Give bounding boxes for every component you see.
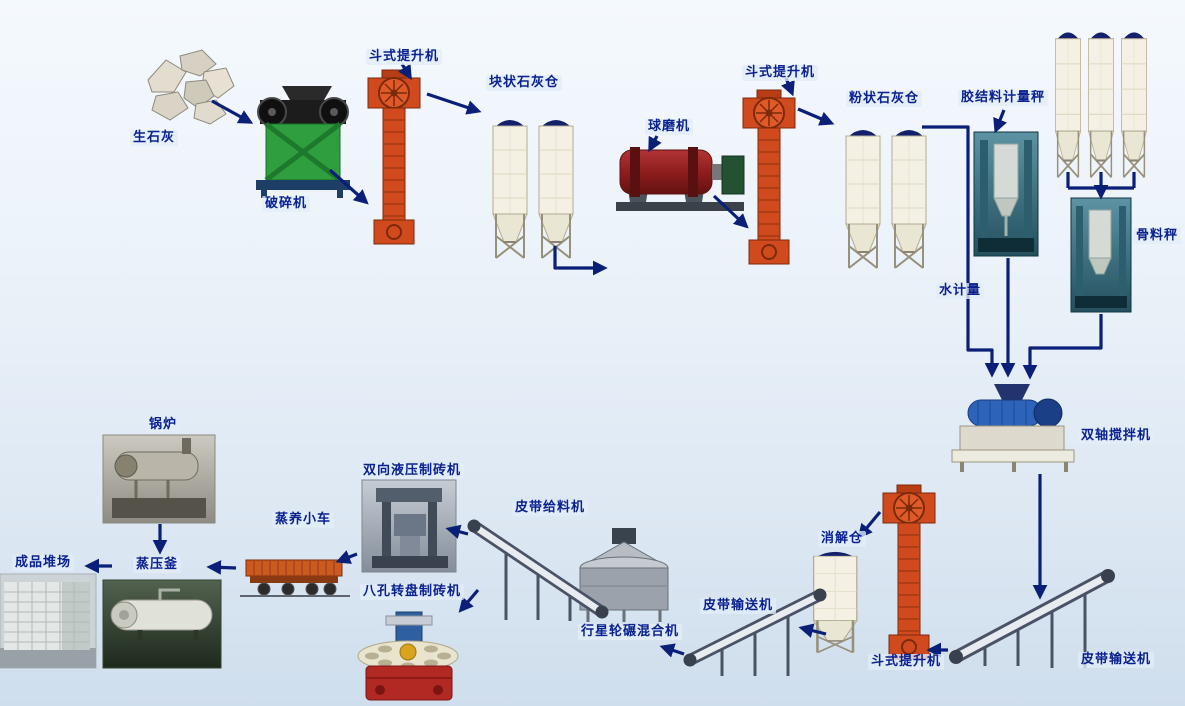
- label-rotary-brick-machine: 八孔转盘制砖机: [360, 584, 465, 600]
- quicklime-rocks-image: [147, 49, 235, 125]
- label-water-meter: 水计量: [936, 283, 985, 299]
- ball-mill-image: [616, 147, 745, 211]
- belt-conveyor-1-image: [949, 569, 1115, 668]
- label-bucket-elevator-2: 斗式提升机: [742, 65, 819, 81]
- digestion-silo-image: [812, 550, 859, 654]
- autoclave-image: [102, 579, 222, 669]
- crusher-image: [256, 86, 350, 198]
- hydraulic-brick-machine-image: [361, 479, 457, 573]
- aggregate-scale-image: [1070, 197, 1132, 313]
- label-hydraulic-brick-machine: 双向液压制砖机: [360, 463, 465, 479]
- label-product-yard: 成品堆场: [12, 555, 75, 571]
- label-powder-lime-silo: 粉状石灰仓: [846, 91, 923, 107]
- label-bucket-elevator-3: 斗式提升机: [868, 654, 945, 670]
- lump-lime-silo-image: [492, 119, 574, 259]
- bucket-elevator-2-image: [742, 89, 796, 265]
- label-aggregate-scale: 骨料秤: [1133, 228, 1182, 244]
- twin-shaft-mixer-image: [951, 384, 1075, 472]
- label-belt-conveyor-2: 皮带输送机: [700, 598, 777, 614]
- label-belt-conveyor-1: 皮带输送机: [1078, 652, 1155, 668]
- belt-conveyor-2-image: [683, 588, 827, 676]
- label-belt-feeder: 皮带给料机: [512, 500, 589, 516]
- label-ball-mill: 球磨机: [645, 119, 694, 135]
- rotary-brick-machine-image: [357, 611, 459, 701]
- label-digestion-silo: 消解仓: [818, 531, 867, 547]
- label-binder-scale: 胶结料计量秤: [958, 90, 1049, 106]
- label-planetary-mixer: 行星轮碾混合机: [578, 624, 683, 640]
- label-bucket-elevator-1: 斗式提升机: [366, 49, 443, 65]
- binder-scale-image: [973, 131, 1039, 257]
- product-yard-image: [0, 573, 97, 669]
- label-boiler: 锅炉: [146, 417, 181, 433]
- label-quicklime: 生石灰: [130, 130, 179, 146]
- planetary-mixer-image: [579, 528, 669, 622]
- bucket-elevator-1-image: [367, 69, 421, 245]
- bucket-elevator-3-image: [882, 484, 936, 660]
- label-twin-shaft-mixer: 双轴搅拌机: [1078, 428, 1155, 444]
- curing-trolley-image: [240, 559, 350, 597]
- label-lump-lime-silo: 块状石灰仓: [486, 75, 563, 91]
- boiler-image: [102, 434, 216, 524]
- label-autoclave: 蒸压釜: [133, 557, 182, 573]
- label-curing-trolley: 蒸养小车: [272, 512, 335, 528]
- belt-feeder-image: [467, 519, 609, 621]
- binder-silos-image: [1054, 31, 1148, 179]
- label-crusher: 破碎机: [262, 196, 311, 212]
- powder-lime-silo-image: [845, 129, 927, 269]
